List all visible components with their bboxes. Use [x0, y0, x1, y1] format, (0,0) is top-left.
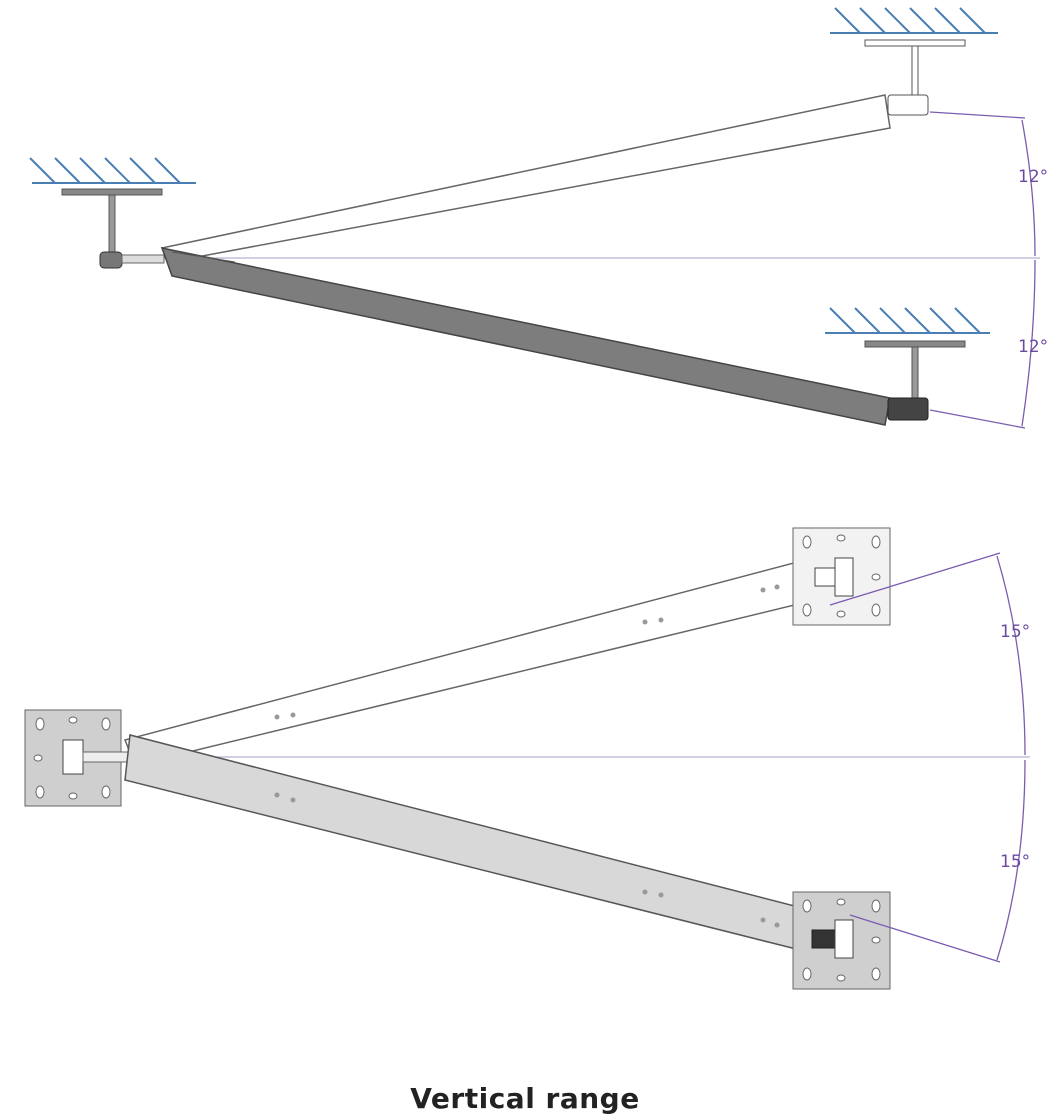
arm-raised-position: [123, 559, 816, 766]
right-lower-wall-plate: [792, 891, 891, 990]
right-upper-wall-plate: [792, 527, 891, 626]
left-ceiling-mount: [29, 157, 196, 269]
arm-lowered-position: [160, 246, 891, 426]
bottom-angle-up-label: 15°: [1000, 622, 1030, 642]
bottom-angle-down-label: 15°: [1000, 852, 1030, 872]
arm-raised-position: [160, 94, 891, 263]
diagram-caption: Vertical range: [410, 1082, 640, 1115]
bottom-plan-view: 15° 15°: [24, 527, 1030, 990]
right-lower-ceiling-mount: [825, 307, 990, 421]
left-wall-plate: [24, 709, 129, 807]
top-angle-up-label: 12°: [1018, 167, 1048, 187]
top-angle-dimension: [929, 111, 1036, 429]
top-angle-down-label: 12°: [1018, 337, 1048, 357]
top-side-view: 12° 12°: [29, 7, 1048, 429]
arm-lowered-position: [124, 734, 811, 951]
bottom-angle-dimension: [829, 552, 1026, 963]
right-upper-ceiling-mount: [830, 7, 998, 116]
